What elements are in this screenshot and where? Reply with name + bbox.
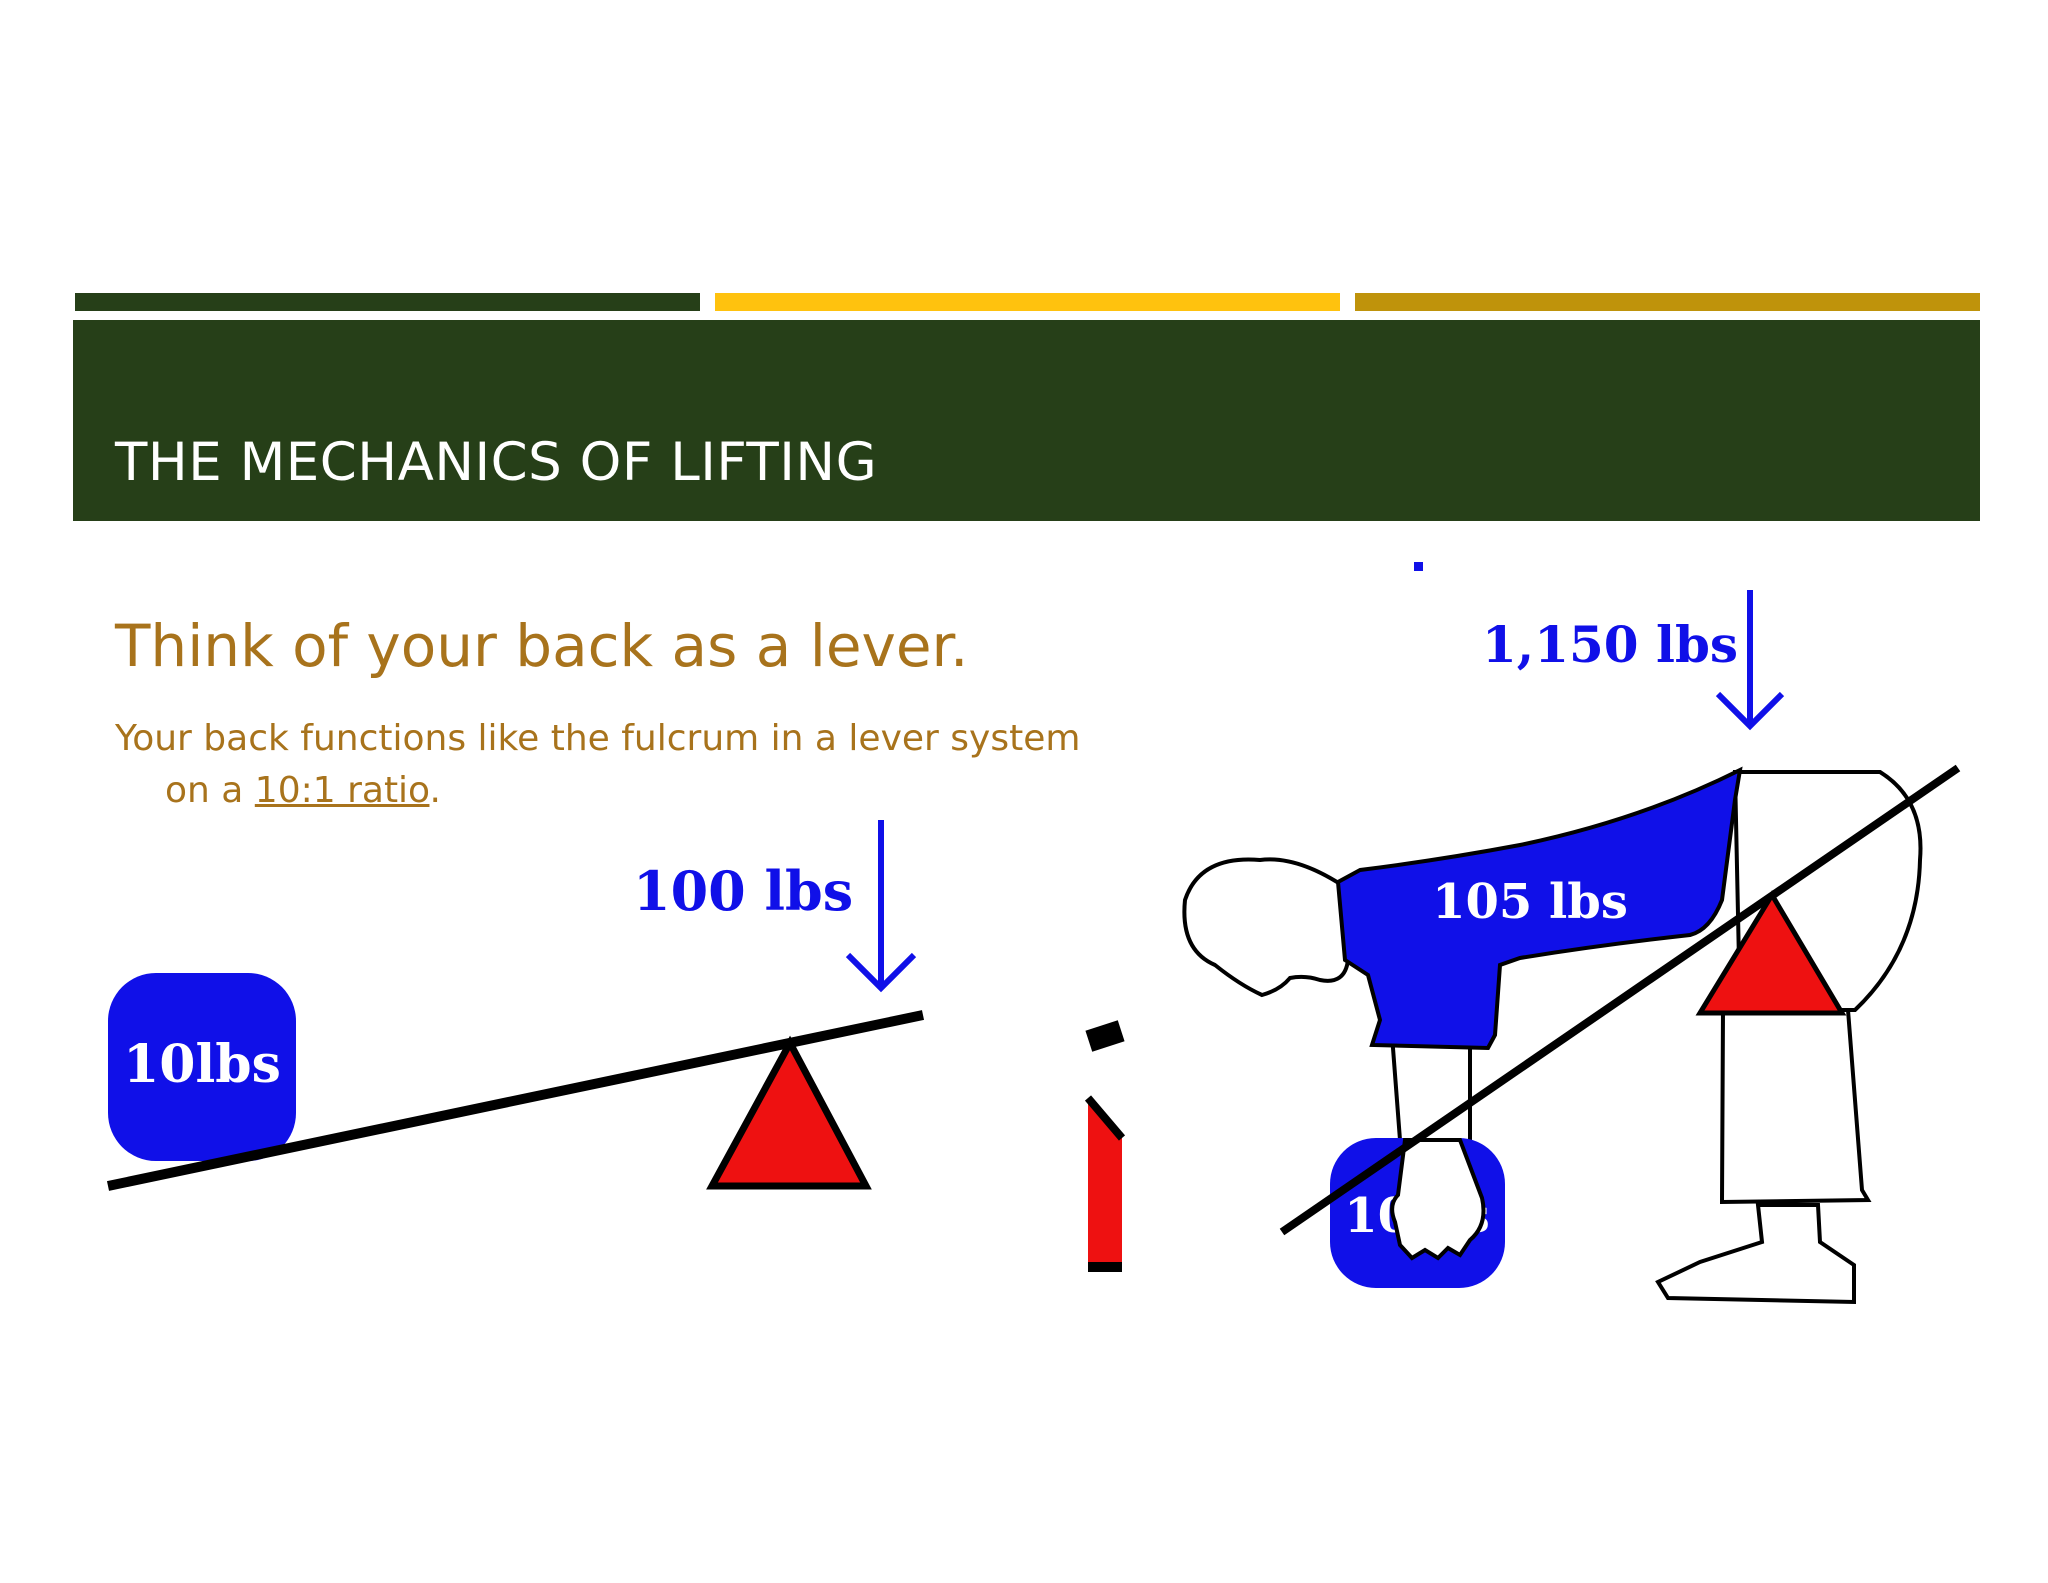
person-hand [1390, 1138, 1486, 1261]
person-legs [1719, 1008, 1872, 1205]
body-line-2: on a 10:1 ratio. [165, 770, 441, 811]
accent-stripe-yellow [715, 293, 1340, 311]
person-head [1182, 857, 1355, 998]
person-down-arrow-icon [1715, 590, 1785, 731]
slide-title: THE MECHANICS OF LIFTING [115, 432, 878, 493]
seesaw-force-label: 100 lbs [633, 859, 853, 923]
person-body-label: 105 lbs [1432, 874, 1628, 930]
person-torso-shirt [1335, 766, 1743, 1051]
bending-person-diagram: 10lbs 105 lbs 1,150 lbs [1182, 562, 1961, 1305]
partial-figure-fragment [1084, 1020, 1126, 1272]
seesaw-weight-label: 10lbs [123, 1034, 281, 1095]
body-text: Your back functions like the fulcrum in … [115, 713, 1095, 817]
stray-dot [1414, 562, 1423, 571]
seesaw-down-arrow-icon [845, 820, 917, 993]
weight-10lbs-block [108, 973, 296, 1161]
person-shoe [1655, 1203, 1856, 1305]
seesaw-fulcrum [706, 1035, 872, 1190]
title-bar [73, 320, 1980, 521]
accent-stripe-gold [1355, 293, 1980, 311]
person-force-label: 1,150 lbs [1482, 615, 1738, 674]
ratio-link[interactable]: 10:1 ratio [254, 770, 430, 811]
seesaw-diagram: 10lbs 100 lbs [106, 820, 925, 1191]
body-line-1: Your back functions like the fulcrum in … [115, 718, 1081, 759]
person-fulcrum [1695, 890, 1847, 1016]
accent-stripe-dark-green [75, 293, 700, 311]
slide-heading: Think of your back as a lever. [115, 612, 969, 680]
person-lever-line [1279, 764, 1961, 1236]
